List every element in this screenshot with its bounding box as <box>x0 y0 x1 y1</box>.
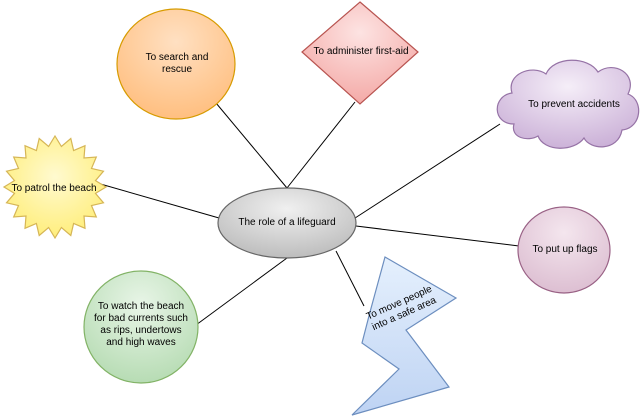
edge-patrol <box>96 182 220 219</box>
edge-flags <box>355 225 520 247</box>
move-people-node <box>351 256 458 416</box>
first-aid-node <box>301 1 419 105</box>
put-up-flags-node <box>517 206 611 294</box>
edge-accidents <box>351 123 501 221</box>
prevent-accidents-node <box>496 59 640 149</box>
put-up-flags-label: To put up flags <box>532 244 598 255</box>
edge-first-aid <box>286 101 356 189</box>
patrol-the-beach-node <box>2 134 108 240</box>
watch-currents-node <box>83 270 199 384</box>
center-label: The role of a lifeguard <box>238 217 336 228</box>
search-and-rescue-node <box>116 8 236 120</box>
first-aid-label: To administer first-aid <box>313 46 409 57</box>
watch-currents-label: To watch the beach for bad currents such… <box>94 301 188 348</box>
center-node <box>217 187 357 259</box>
edge-move <box>335 250 365 307</box>
prevent-accidents-label: To prevent accidents <box>528 99 620 110</box>
search-and-rescue-label: To search and rescue <box>145 52 209 75</box>
edge-search <box>210 96 288 189</box>
patrol-the-beach-label: To patrol the beach <box>11 183 97 194</box>
edge-currents <box>195 257 288 326</box>
